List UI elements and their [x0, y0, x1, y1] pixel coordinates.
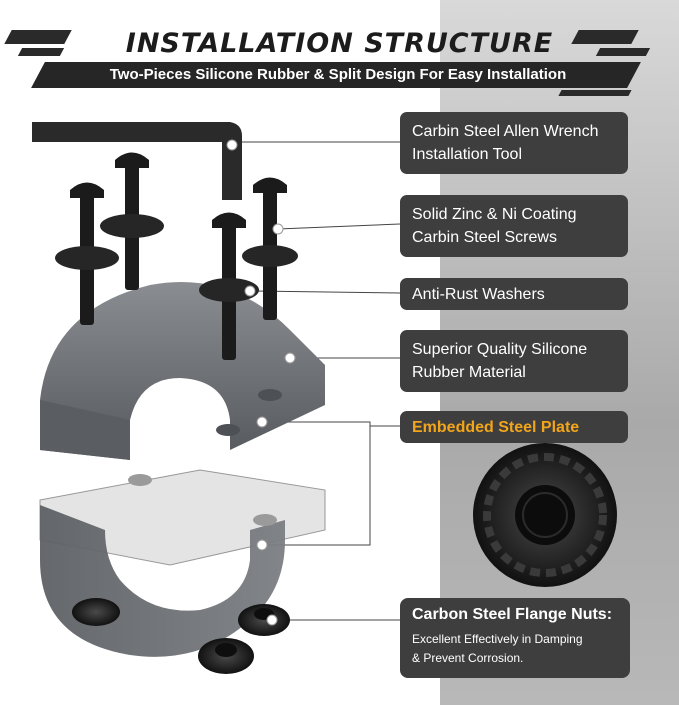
marker-dots: [226, 139, 296, 626]
flange-nuts-description: Excellent Effectively in Damping & Preve…: [412, 632, 583, 665]
callout-washers: Anti-Rust Washers: [400, 278, 628, 310]
page-title: INSTALLATION STRUCTURE: [125, 28, 554, 59]
page-subtitle: Two-Pieces Silicone Rubber & Split Desig…: [109, 66, 567, 83]
callout-flange-nuts: Carbon Steel Flange Nuts: Excellent Effe…: [400, 598, 630, 678]
upper-rubber-half: [40, 282, 325, 460]
large-flange-nut-icon: [473, 443, 617, 587]
flange-nuts-icon: [72, 598, 290, 674]
callout-screws: Solid Zinc & Ni Coating Carbin Steel Scr…: [400, 195, 628, 257]
callout-steel-plate: Embedded Steel Plate: [400, 411, 628, 443]
callout-silicone-rubber: Superior Quality Silicone Rubber Materia…: [400, 330, 628, 392]
screws-icon: [55, 152, 298, 360]
flange-nuts-title: Carbon Steel Flange Nuts:: [412, 606, 613, 623]
callout-allen-wrench: Carbin Steel Allen Wrench Installation T…: [400, 112, 628, 174]
allen-wrench-icon: [32, 122, 242, 200]
